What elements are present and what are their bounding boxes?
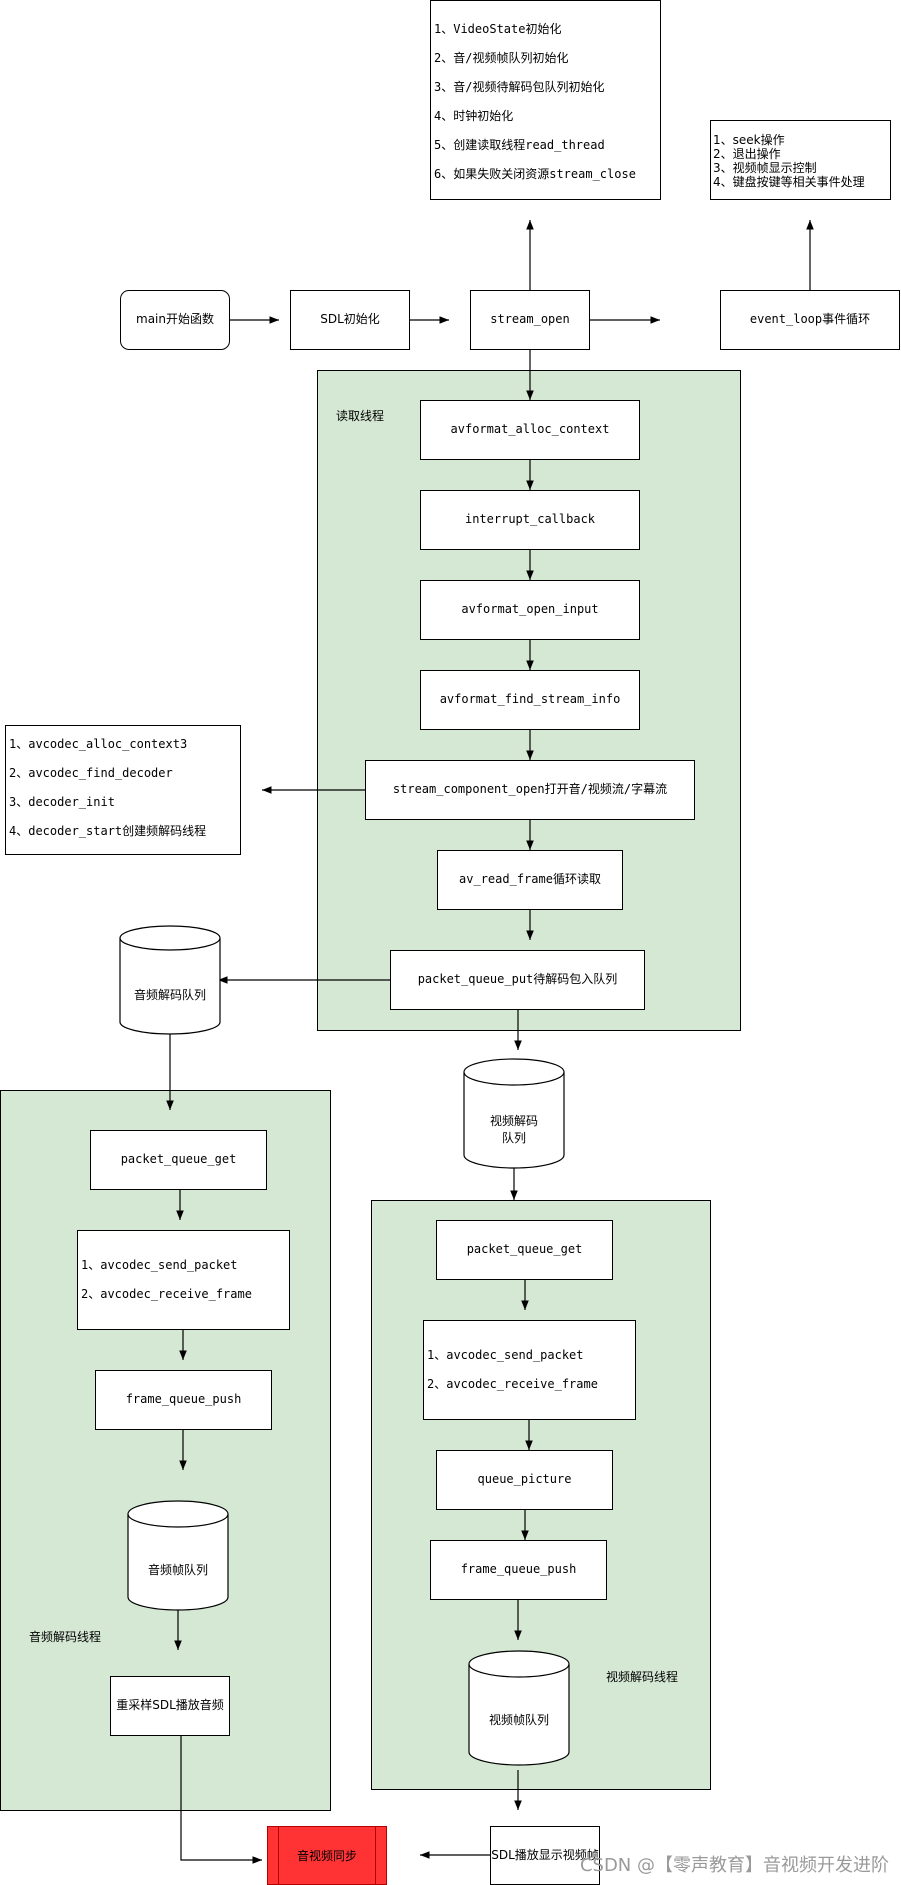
stream-open-step: 2、音/视频帧队列初始化 [434, 51, 569, 65]
video-frame-queue-cylinder [468, 1650, 570, 1766]
csdn-watermark: CSDN @【零声教育】音视频开发进阶 [579, 1855, 889, 1876]
stream-open-step: 1、VideoState初始化 [434, 22, 562, 36]
video-queue-picture-node: queue_picture [436, 1450, 613, 1510]
main-node: main开始函数 [120, 290, 230, 350]
audio-decode-step: 1、avcodec_send_packet [81, 1258, 238, 1272]
event-loop-step: 2、退出操作 [713, 147, 781, 161]
audio-frame-queue-label: 音频帧队列 [147, 1562, 208, 1577]
event-loop-step: 4、键盘按键等相关事件处理 [713, 175, 865, 189]
avformat-alloc-context-node: avformat_alloc_context [420, 400, 640, 460]
av-sync-label: 音视频同步 [296, 1849, 357, 1863]
video-packet-queue-label: 视频解码 队列 [489, 1114, 538, 1145]
av-sync-node: 音视频同步 [267, 1826, 387, 1885]
audio-decode-steps-note: 1、avcodec_send_packet 2、avcodec_receive_… [77, 1230, 290, 1330]
video-decode-thread-label: 视频解码线程 [606, 1670, 679, 1684]
stream-open-step: 5、创建读取线程read_thread [434, 138, 605, 152]
decoder-step: 2、avcodec_find_decoder [9, 766, 173, 780]
stream-component-open-node: stream_component_open打开音/视频流/字幕流 [365, 760, 695, 820]
decoder-step: 4、decoder_start创建频解码线程 [9, 824, 207, 838]
stream-open-step: 4、时钟初始化 [434, 109, 514, 123]
read-thread-label: 读取线程 [336, 409, 385, 423]
video-decode-steps-note: 1、avcodec_send_packet 2、avcodec_receive_… [423, 1320, 636, 1420]
audio-decode-thread-label: 音频解码线程 [29, 1630, 102, 1644]
event-loop-step: 1、seek操作 [713, 133, 785, 147]
stream-open-step: 3、音/视频待解码包队列初始化 [434, 80, 605, 94]
av-read-frame-node: av_read_frame循环读取 [437, 850, 623, 910]
audio-packet-queue-get-node: packet_queue_get [90, 1130, 267, 1190]
audio-decode-step: 2、avcodec_receive_frame [81, 1287, 252, 1301]
decoder-steps-note: 1、avcodec_alloc_context3 2、avcodec_find_… [5, 725, 241, 855]
audio-resample-play-node: 重采样SDL播放音频 [110, 1676, 230, 1736]
stream-open-steps-note: 1、VideoState初始化 2、音/视频帧队列初始化 3、音/视频待解码包队… [430, 0, 661, 200]
video-packet-queue-get-node: packet_queue_get [436, 1220, 613, 1280]
avformat-open-input-node: avformat_open_input [420, 580, 640, 640]
event-loop-step: 3、视频帧显示控制 [713, 161, 817, 175]
interrupt-callback-node: interrupt_callback [420, 490, 640, 550]
video-decode-step: 1、avcodec_send_packet [427, 1348, 584, 1362]
video-frame-queue-label: 视频帧队列 [488, 1712, 549, 1727]
audio-packet-queue-label: 音频解码队列 [133, 987, 206, 1002]
avformat-find-stream-info-node: avformat_find_stream_info [420, 670, 640, 730]
video-packet-queue-cylinder [463, 1058, 565, 1169]
event-loop-steps-note: 1、seek操作 2、退出操作 3、视频帧显示控制 4、键盘按键等相关事件处理 [710, 120, 891, 200]
sdl-init-node: SDL初始化 [290, 290, 410, 350]
stream-open-step: 6、如果失败关闭资源stream_close [434, 167, 636, 181]
stream-open-node: stream_open [470, 290, 590, 350]
event-loop-node: event_loop事件循环 [720, 290, 900, 350]
video-frame-queue-push-node: frame_queue_push [430, 1540, 607, 1600]
audio-frame-queue-push-node: frame_queue_push [95, 1370, 272, 1430]
audio-packet-queue-cylinder [119, 925, 221, 1035]
decoder-step: 1、avcodec_alloc_context3 [9, 737, 188, 751]
audio-frame-queue-cylinder [127, 1500, 229, 1611]
edge-audio-play-sync [180, 1736, 262, 1864]
video-decode-step: 2、avcodec_receive_frame [427, 1377, 598, 1391]
decoder-step: 3、decoder_init [9, 795, 115, 809]
packet-queue-put-node: packet_queue_put待解码包入队列 [390, 950, 645, 1010]
